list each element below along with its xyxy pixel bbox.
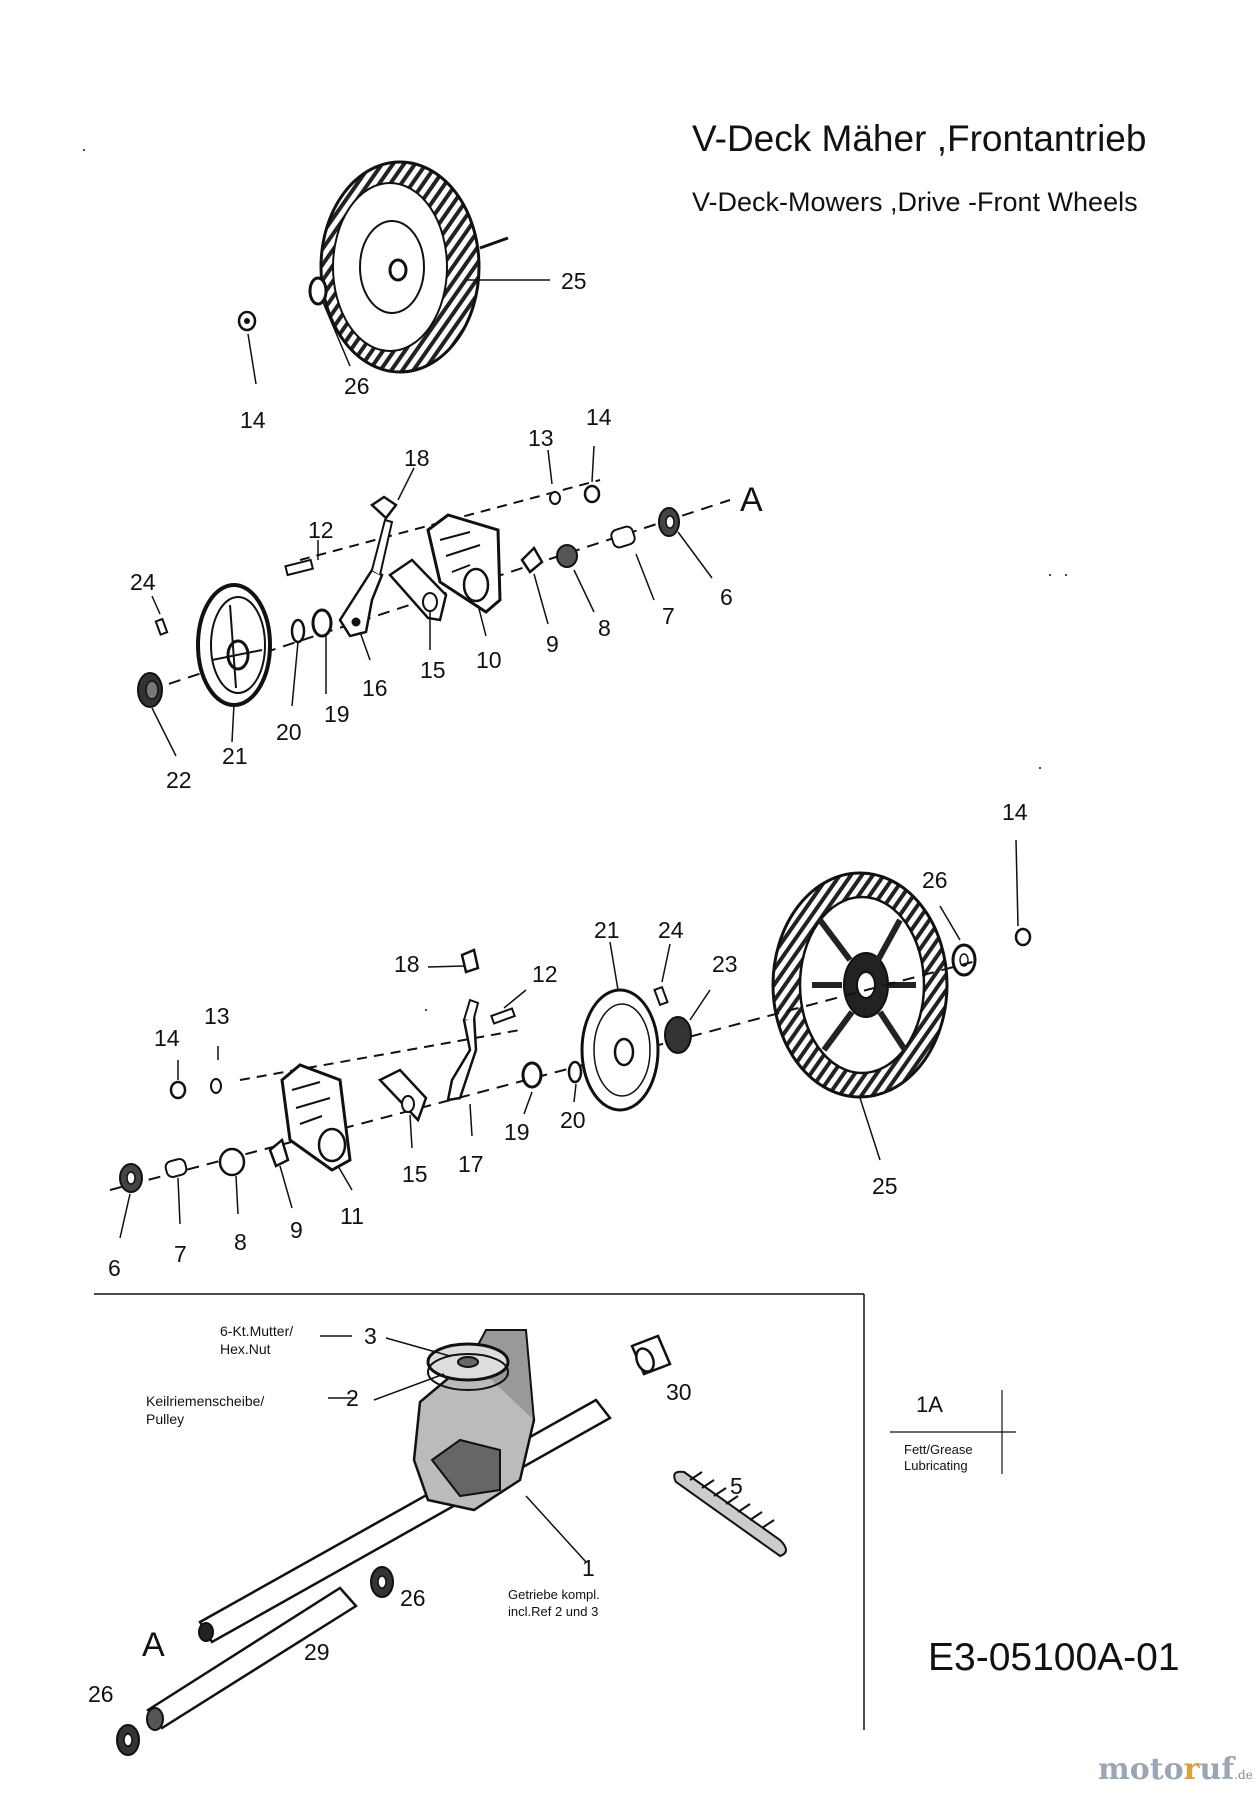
label-19: 19 — [504, 1119, 530, 1145]
upper-wheel-labels: 25 26 14 — [240, 268, 587, 433]
label-15: 15 — [402, 1161, 428, 1187]
scan-specks — [83, 149, 1067, 1011]
label-18: 18 — [394, 951, 420, 977]
label-8: 8 — [598, 615, 611, 641]
label-7: 7 — [662, 603, 675, 629]
label-15: 15 — [420, 657, 446, 683]
lower-front-wheel — [771, 871, 949, 1099]
label-9: 9 — [290, 1217, 303, 1243]
label-10: 10 — [476, 647, 502, 673]
lower-washer-26 — [951, 943, 977, 977]
lower-drive-labels: 14 26 21 24 23 18 12 13 14 19 20 17 15 1… — [108, 799, 1028, 1281]
label-29: 29 — [304, 1639, 330, 1665]
label-11: 11 — [340, 1203, 364, 1229]
callout-hex-nut-text: 6-Kt.Mutter/ Hex.Nut — [220, 1323, 294, 1357]
label-a: A — [142, 1626, 165, 1664]
upper-drive-parts — [137, 484, 680, 708]
upper-wheel-leaders — [247, 279, 550, 385]
label-24: 24 — [130, 569, 156, 595]
label-6: 6 — [108, 1255, 121, 1281]
label-23: 23 — [712, 951, 738, 977]
legend-code: 1A — [916, 1392, 943, 1417]
lower-nut-14 — [1014, 927, 1032, 947]
label-20: 20 — [276, 719, 302, 745]
lower-drive-parts — [119, 948, 692, 1193]
label-22: 22 — [166, 767, 192, 793]
label-21: 21 — [594, 917, 620, 943]
label-8: 8 — [234, 1229, 247, 1255]
callout-hex-nut: 6-Kt.Mutter/ Hex.Nut — [220, 1322, 293, 1358]
label-25: 25 — [872, 1173, 898, 1199]
callout-pulley: Keilriemenscheibe/ Pulley — [146, 1392, 264, 1428]
upper-front-wheel — [319, 160, 509, 374]
label-26: 26 — [344, 373, 370, 399]
transmission-labels: 3 2 30 5 1 26 26 29 A — [88, 1323, 743, 1707]
label-18: 18 — [404, 445, 430, 471]
label-12: 12 — [532, 961, 558, 987]
label-30: 30 — [666, 1379, 692, 1405]
lower-axle-line-2 — [239, 1029, 521, 1081]
label-24: 24 — [658, 917, 684, 943]
label-5: 5 — [730, 1473, 743, 1499]
label-19: 19 — [324, 701, 350, 727]
label-7: 7 — [174, 1241, 187, 1267]
section-frame — [94, 1293, 865, 1730]
label-2: 2 — [346, 1385, 359, 1411]
label-26: 26 — [88, 1681, 114, 1707]
label-14: 14 — [586, 404, 612, 430]
label-26: 26 — [400, 1585, 426, 1611]
label-20: 20 — [560, 1107, 586, 1133]
label-a: A — [740, 481, 763, 519]
transmission-leaders — [320, 1335, 587, 1563]
upper-washer-26 — [308, 276, 328, 306]
label-14: 14 — [240, 407, 266, 433]
label-1: 1 — [582, 1555, 595, 1581]
label-13: 13 — [204, 1003, 230, 1029]
upper-nut-14 — [237, 310, 257, 332]
label-16: 16 — [362, 675, 388, 701]
transmission-drawing — [116, 1329, 787, 1756]
watermark-accent: r — [1183, 1752, 1200, 1787]
upper-drive-labels: 13 14 18 12 A 24 6 7 8 9 10 15 16 19 20 … — [130, 404, 763, 793]
upper-drive-leaders — [151, 445, 713, 757]
watermark-prefix: moto — [1098, 1752, 1184, 1787]
watermark-logo: motoruf.de — [1098, 1752, 1253, 1787]
label-9: 9 — [546, 631, 559, 657]
drawing-code: E3-05100A-01 — [928, 1636, 1180, 1679]
label-25: 25 — [561, 268, 587, 294]
label-14: 14 — [1002, 799, 1028, 825]
label-14: 14 — [154, 1025, 180, 1051]
lower-drive-leaders — [119, 839, 1019, 1239]
callout-gearbox: Getriebe kompl. incl.Ref 2 und 3 — [508, 1586, 600, 1620]
legend-text: Fett/Grease Lubricating — [904, 1442, 973, 1473]
callout-gearbox-text: Getriebe kompl. incl.Ref 2 und 3 — [508, 1587, 600, 1619]
watermark-suffix: uf — [1199, 1752, 1235, 1787]
lower-axle-line — [109, 959, 981, 1191]
legend-box — [890, 1390, 1016, 1474]
label-12: 12 — [308, 517, 334, 543]
callout-pulley-text: Keilriemenscheibe/ Pulley — [146, 1393, 265, 1427]
label-21: 21 — [222, 743, 248, 769]
label-26: 26 — [922, 867, 948, 893]
page-subtitle: V-Deck-Mowers ,Drive -Front Wheels — [692, 187, 1138, 217]
label-3: 3 — [364, 1323, 377, 1349]
label-17: 17 — [458, 1151, 484, 1177]
page-title: V-Deck Mäher ,Frontantrieb — [692, 118, 1147, 159]
label-13: 13 — [528, 425, 554, 451]
label-6: 6 — [720, 584, 733, 610]
watermark-tld: .de — [1234, 1768, 1253, 1782]
